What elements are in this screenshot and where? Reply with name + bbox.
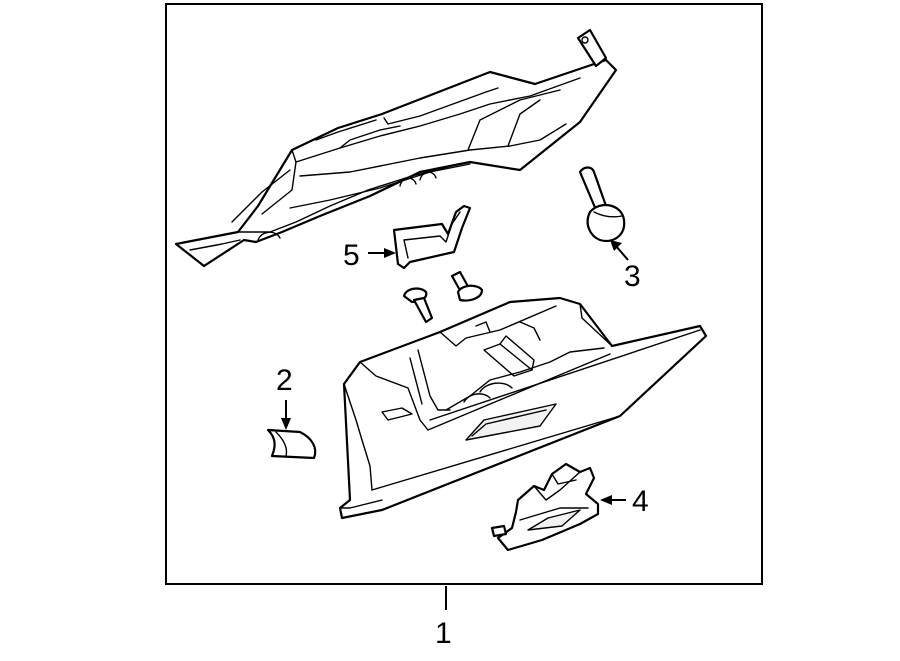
screw-right [450, 270, 484, 302]
part-4-latch [490, 462, 600, 552]
part-2-trim [266, 428, 317, 460]
part-5-bracket [392, 204, 472, 270]
leader-arrow-2 [281, 400, 291, 430]
leader-arrow-5 [368, 248, 396, 258]
leader-arrow-3 [610, 240, 629, 261]
glovebox-bin [338, 296, 708, 520]
callout-5: 5 [343, 239, 360, 272]
leader-arrow-4 [600, 495, 626, 505]
screw-left [402, 287, 434, 324]
callout-2: 2 [276, 364, 293, 397]
upper-housing-panel [174, 28, 618, 268]
part-3-damper [578, 166, 626, 243]
callout-4: 4 [632, 485, 649, 518]
callout-1: 1 [435, 617, 452, 650]
callout-3: 3 [624, 260, 641, 293]
